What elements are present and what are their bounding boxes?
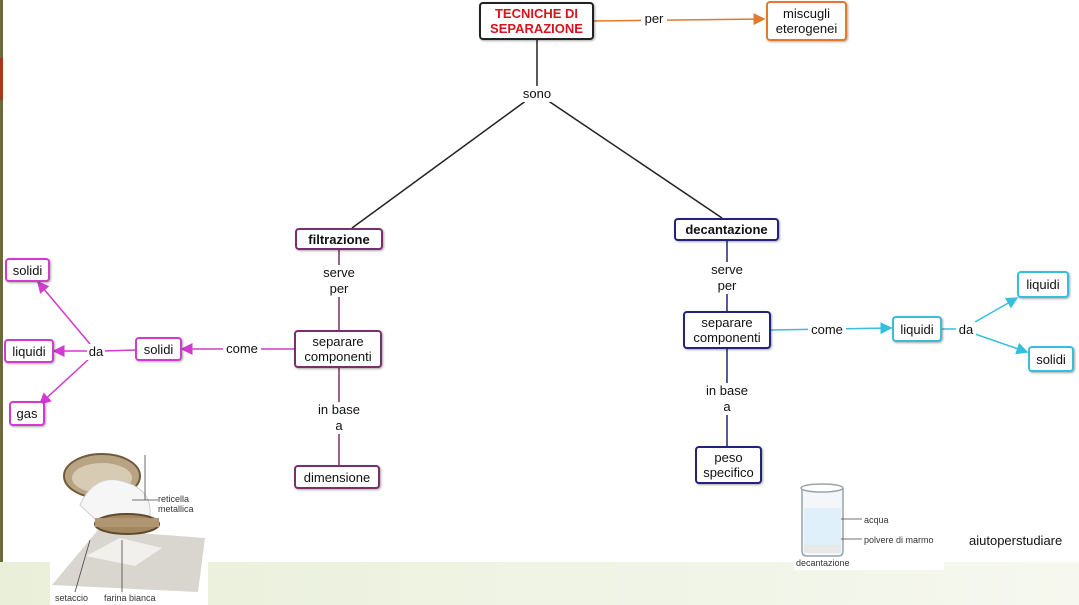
caption-polvere: polvere di marmo (864, 535, 934, 545)
node-liquidi-left[interactable]: liquidi (4, 339, 54, 363)
link-line-da-liquidi-r (974, 297, 1019, 323)
node-liquidi-top-right[interactable]: liquidi (1017, 271, 1069, 298)
beaker-illustration (794, 478, 944, 570)
node-solidi-middle-left[interactable]: solidi (135, 337, 182, 361)
caption-acqua: acqua (864, 515, 889, 525)
link-label-da-right: da (956, 322, 976, 338)
node-decantazione[interactable]: decantazione (674, 218, 779, 241)
node-title[interactable]: TECNICHE DI SEPARAZIONE (479, 2, 594, 40)
link-line-sono-left (351, 99, 528, 229)
caption-setaccio: setaccio (55, 593, 89, 603)
link-line-da-gas (38, 357, 91, 406)
link-line-sono-right (546, 99, 723, 219)
link-line-da-solidi (37, 280, 91, 345)
node-gas[interactable]: gas (9, 401, 45, 426)
link-label-in-base-a-left: in base a (311, 402, 367, 434)
node-dimensione[interactable]: dimensione (294, 465, 380, 489)
link-line-da-solidi-r (974, 333, 1029, 355)
node-separare-componenti-right[interactable]: separare componenti (683, 311, 771, 349)
node-solidi-top-left[interactable]: solidi (5, 258, 50, 282)
credit-label: aiutoperstudiare (969, 533, 1063, 548)
node-miscugli-eterogenei[interactable]: miscugli eterogenei (766, 1, 847, 41)
caption-decantazione: decantazione (796, 558, 850, 568)
link-label-in-base-a-right: in base a (699, 383, 755, 415)
link-line-da-left (102, 349, 136, 352)
link-line-per (593, 13, 766, 26)
caption-farina: farina bianca (104, 593, 156, 603)
link-label-serve-per-right: serve per (704, 262, 750, 294)
sieve-illustration (50, 453, 208, 605)
caption-reticella: reticella metallica (158, 494, 194, 514)
link-label-da-left: da (87, 344, 105, 360)
node-filtrazione[interactable]: filtrazione (295, 228, 383, 250)
link-label-per: per (641, 11, 667, 27)
link-label-come-right: come (808, 322, 846, 338)
link-label-come-left: come (223, 341, 261, 357)
link-label-sono: sono (519, 86, 555, 102)
node-peso-specifico[interactable]: peso specifico (695, 446, 762, 484)
link-label-serve-per-left: serve per (316, 265, 362, 297)
node-liquidi-middle-right[interactable]: liquidi (892, 316, 942, 342)
left-edge-strip (0, 0, 3, 605)
node-separare-componenti-left[interactable]: separare componenti (294, 330, 382, 368)
left-edge-accent (0, 58, 3, 100)
node-solidi-right[interactable]: solidi (1028, 346, 1074, 372)
